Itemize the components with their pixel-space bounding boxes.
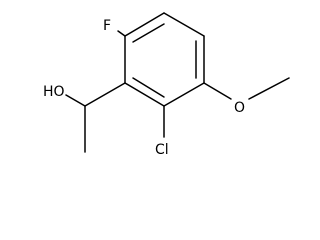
carbinol-to-oh-bond	[65, 94, 86, 107]
fluorine-label: F	[103, 18, 111, 34]
ring-bond-bottom-right	[163, 82, 205, 107]
c-f-bond	[117, 30, 126, 37]
ring-bond-upper-right	[163, 12, 205, 37]
methoxy-o-to-methyl-bond	[248, 77, 290, 100]
ring-inner-double-bond-top	[132, 23, 165, 43]
methoxy-oxygen-label: O	[234, 100, 245, 116]
ring-inner-double-bond-bottom	[132, 77, 165, 98]
ring-bond-bottom-left	[124, 82, 165, 107]
ring-bond-top	[124, 12, 165, 37]
hydroxyl-label: HO	[43, 84, 65, 100]
chlorine-label: Cl	[155, 142, 169, 158]
ring-to-methoxy-o-bond	[203, 82, 232, 100]
ring-to-carbinol-bond	[84, 82, 126, 107]
molecule-structure: F HO Cl O	[43, 12, 290, 158]
